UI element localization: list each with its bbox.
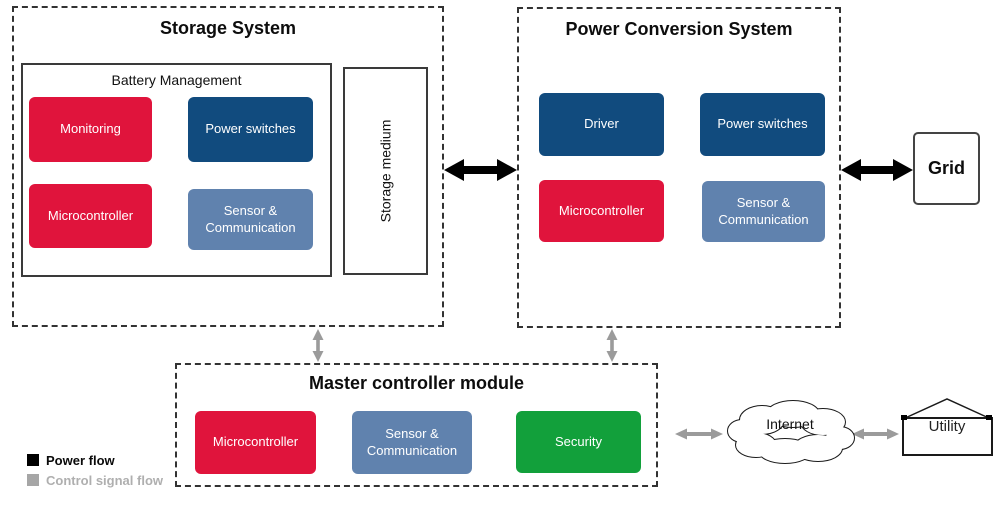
legend-power-flow-swatch	[27, 454, 39, 466]
utility-label: Utility	[929, 418, 966, 435]
module-sensor-communication-master: Sensor & Communication	[352, 411, 472, 474]
module-sensor-communication-storage: Sensor & Communication	[188, 189, 313, 250]
legend-power-flow-label: Power flow	[46, 453, 115, 468]
module-security: Security	[516, 411, 641, 473]
module-microcontroller-master: Microcontroller	[195, 411, 316, 474]
power-conversion-system-title: Power Conversion System	[565, 19, 793, 39]
control-arrow-master-internet	[675, 428, 723, 440]
utility-house: Utility	[901, 398, 993, 456]
power-flow-arrow-storage-pcs	[444, 159, 517, 181]
power-flow-arrow-pcs-grid	[841, 159, 913, 181]
module-microcontroller-storage: Microcontroller	[29, 184, 152, 248]
module-sensor-communication-pcs: Sensor & Communication	[702, 181, 825, 242]
master-controller-title: Master controller module	[308, 373, 525, 393]
storage-system-title: Storage System	[159, 18, 297, 38]
module-microcontroller-pcs: Microcontroller	[539, 180, 664, 242]
module-power-switches-storage: Power switches	[188, 97, 313, 162]
storage-system-box	[12, 6, 444, 327]
storage-medium-label: Storage medium	[377, 119, 394, 223]
internet-label: Internet	[766, 416, 814, 432]
internet-cloud: Internet	[727, 400, 855, 464]
battery-management-title: Battery Management	[111, 72, 242, 88]
control-arrow-storage-master	[312, 329, 324, 362]
module-power-switches-pcs: Power switches	[700, 93, 825, 156]
power-conversion-system-box	[517, 7, 841, 328]
storage-medium-box	[343, 67, 428, 275]
grid-box: Grid	[913, 132, 980, 205]
utility-roof	[902, 398, 992, 420]
utility-roof-anchor-right	[986, 415, 992, 420]
module-monitoring: Monitoring	[29, 97, 152, 162]
utility-roof-anchor-left	[901, 415, 907, 420]
control-arrow-internet-utility	[852, 428, 899, 440]
control-arrow-pcs-master	[606, 329, 618, 362]
module-driver: Driver	[539, 93, 664, 156]
master-controller-box	[175, 363, 658, 487]
legend-control-signal-label: Control signal flow	[46, 473, 163, 488]
utility-body	[902, 417, 993, 456]
legend-control-signal-swatch	[27, 474, 39, 486]
